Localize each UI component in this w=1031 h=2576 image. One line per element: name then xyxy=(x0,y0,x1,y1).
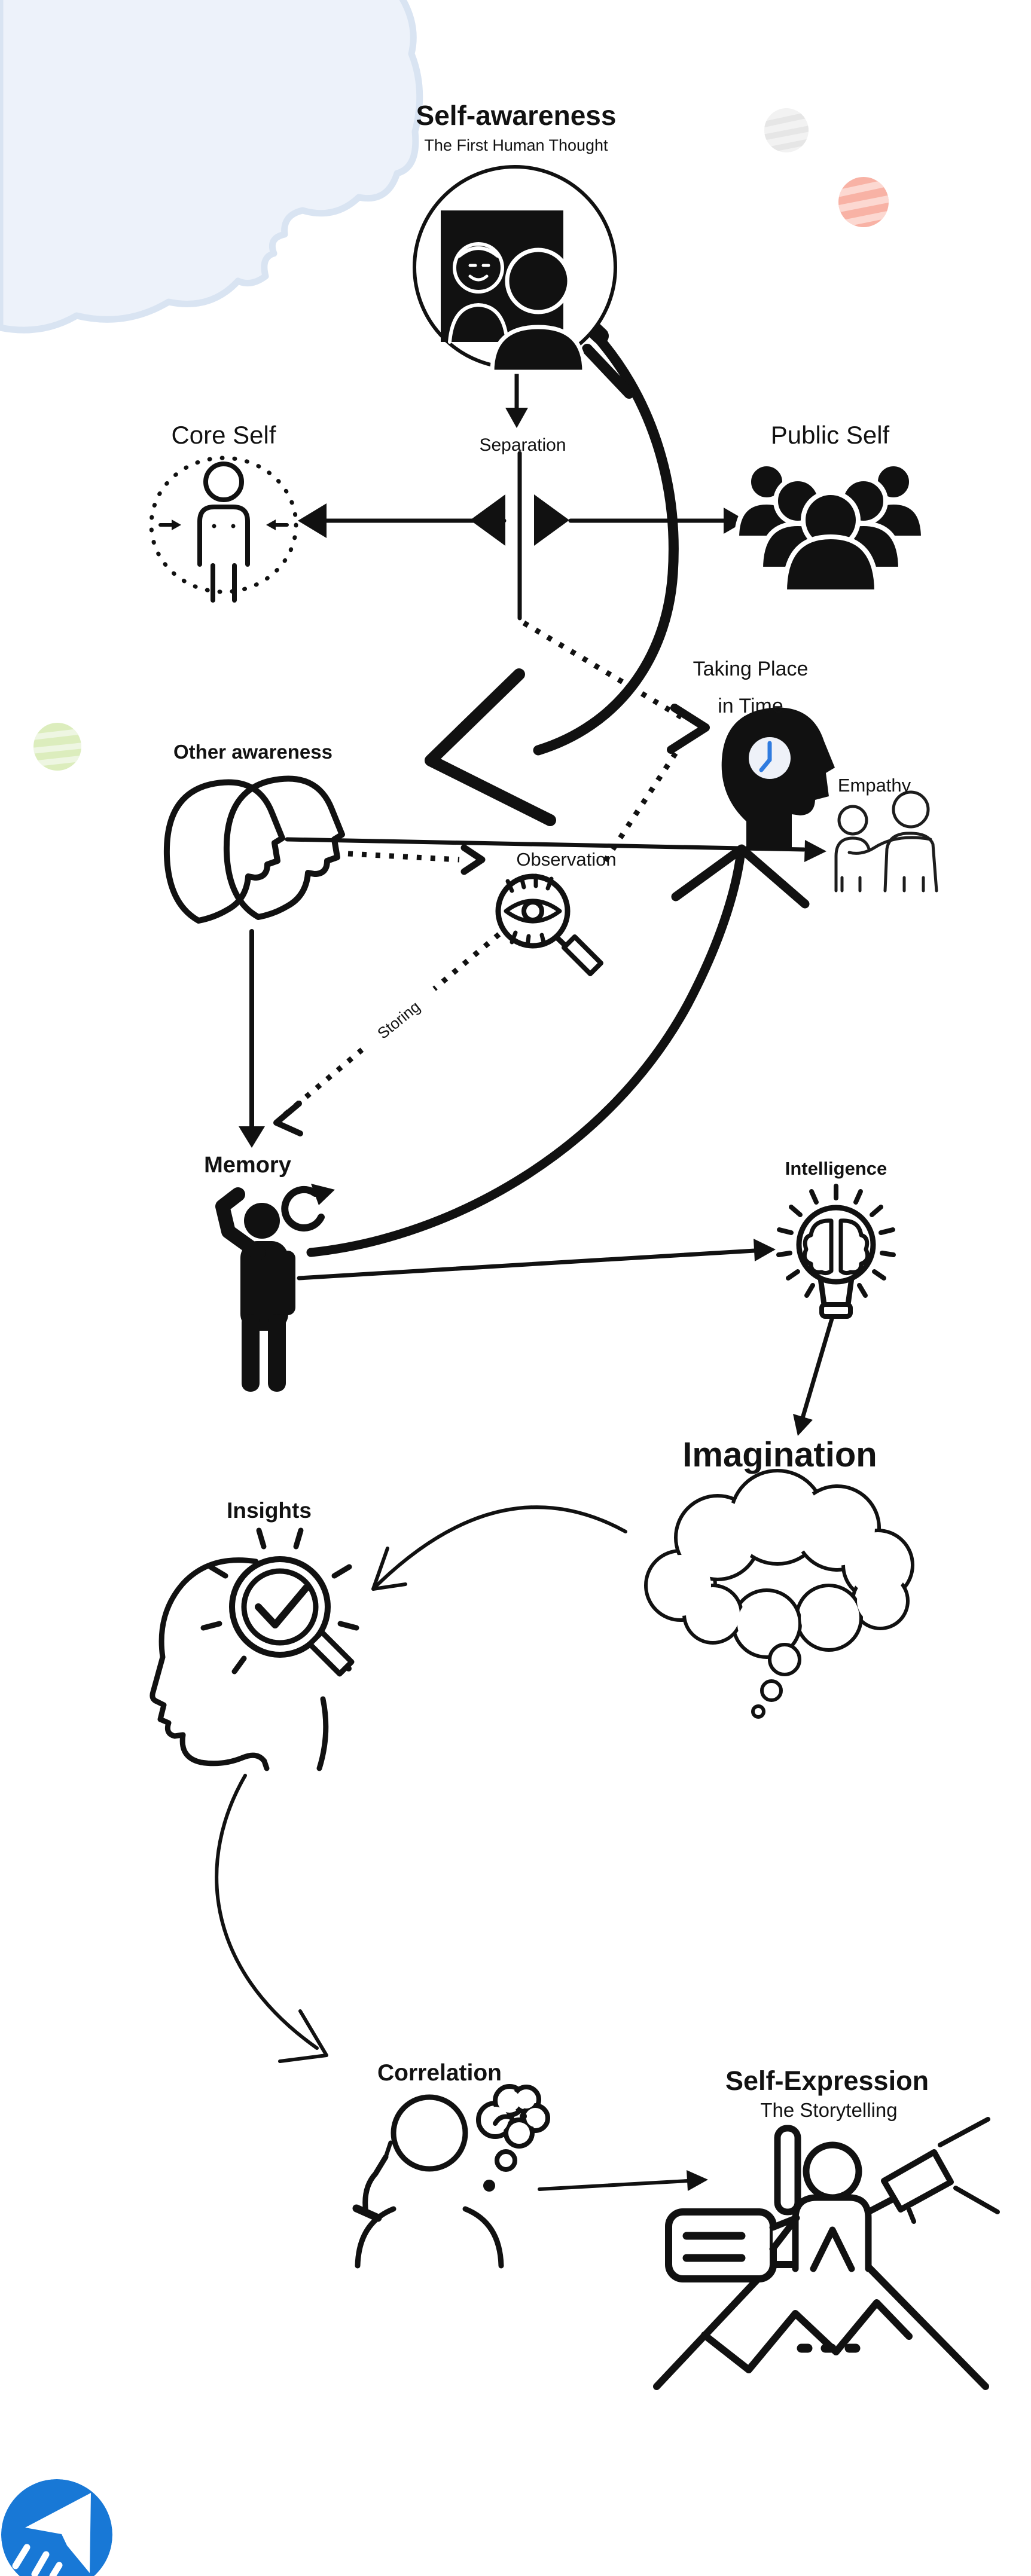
chevron-into-observation xyxy=(460,844,486,875)
brush-arrow-memory-to-time xyxy=(306,844,810,1257)
taking-place-label-line2: in Time xyxy=(718,695,783,717)
separation-label: Separation xyxy=(479,435,566,455)
paper-plane-circle-icon xyxy=(1,2479,112,2576)
empathy-label: Empathy xyxy=(837,775,911,796)
memory-label: Memory xyxy=(204,1153,291,1178)
dotted-storing-edge xyxy=(279,923,511,1120)
inward-arrows-icon xyxy=(158,520,289,530)
person-recalling-icon xyxy=(215,1184,335,1392)
self-awareness-title: Self-awareness xyxy=(416,100,617,131)
mirror-reflection-magnifier-icon xyxy=(413,165,635,399)
observation-label: Observation xyxy=(516,849,617,870)
arrow-intelligence-to-imagination xyxy=(793,1316,834,1436)
public-self-label: Public Self xyxy=(770,421,890,449)
overlapping-heads-icon xyxy=(163,778,342,924)
eye-magnifier-icon xyxy=(495,873,603,976)
arrow-selfawareness-to-separation xyxy=(505,368,528,428)
correlation-label: Correlation xyxy=(377,2060,502,2086)
arrow-separation-to-public-self xyxy=(568,508,746,534)
chevron-into-memory xyxy=(273,1101,303,1136)
two-people-hug-icon xyxy=(834,790,938,893)
arrow-memory-to-intelligence xyxy=(297,1239,776,1281)
imagination-label: Imagination xyxy=(682,1435,877,1474)
self-expression-subtitle: The Storytelling xyxy=(760,2099,898,2121)
planet-white-icon xyxy=(764,108,809,152)
self-expression-title: Self-Expression xyxy=(725,2065,929,2096)
arrow-correlation-to-expression xyxy=(538,2170,708,2191)
core-self-label: Core Self xyxy=(171,421,276,449)
cloud-decoration xyxy=(0,0,423,334)
thought-cloud-icon xyxy=(644,1469,914,1719)
head-with-clock-icon xyxy=(721,707,835,849)
intelligence-label: Intelligence xyxy=(785,1158,887,1179)
taking-place-label-line1: Taking Place xyxy=(693,658,809,680)
brush-arrowhead-into-time xyxy=(667,704,710,754)
separation-symbol xyxy=(470,451,569,621)
dotted-other-to-observation xyxy=(347,851,460,863)
arrow-other-to-empathy xyxy=(285,837,826,862)
dotted-observation-to-time xyxy=(603,738,687,863)
clock-hands-icon xyxy=(759,741,772,772)
edges xyxy=(215,308,834,2191)
brush-arrow-selfawareness-down xyxy=(425,308,679,826)
crowd-icon xyxy=(734,462,926,594)
planet-green-icon xyxy=(33,723,81,771)
storyteller-on-mountain-icon xyxy=(653,2117,1000,2390)
insights-label: Insights xyxy=(227,1498,312,1523)
brain-lightbulb-icon xyxy=(776,1184,896,1319)
self-awareness-subtitle: The First Human Thought xyxy=(424,136,608,154)
person-in-dotted-circle-icon xyxy=(149,456,298,603)
arc-insights-to-correlation xyxy=(215,1774,328,2063)
arrow-separation-to-core-self xyxy=(298,503,507,538)
planet-pink-icon xyxy=(838,177,889,227)
other-awareness-label: Other awareness xyxy=(173,741,333,763)
head-magnifier-check-icon xyxy=(150,1527,359,1771)
thinking-person-icon xyxy=(352,2084,550,2269)
arrow-other-to-memory xyxy=(239,929,265,1148)
arc-imagination-to-insights xyxy=(371,1505,627,1591)
dotted-separation-to-time xyxy=(522,621,684,720)
